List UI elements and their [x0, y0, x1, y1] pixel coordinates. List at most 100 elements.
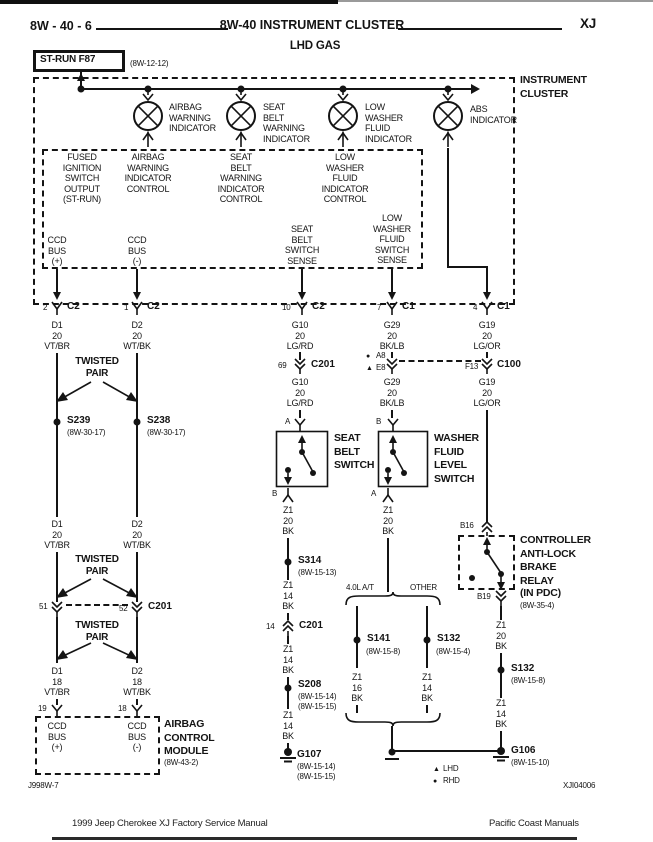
- connector-name: C1: [497, 301, 510, 312]
- wire: [56, 552, 58, 602]
- abs-relay-label: CONTROLLER ANTI-LOCK BRAKE RELAY: [520, 534, 591, 587]
- connector-name: C2: [312, 301, 325, 312]
- wire-label: Z1 16 BK: [351, 672, 363, 703]
- wire-ccd-bus-minus: [136, 353, 138, 517]
- abs-relay-contacts: [456, 533, 518, 593]
- wire: [391, 352, 393, 358]
- wire-label: G29 20 BK/LB: [379, 320, 405, 351]
- splice-name: S239: [67, 415, 91, 426]
- branch-label-left: 4.0L A/T: [346, 583, 374, 592]
- wire: [299, 410, 301, 418]
- module-pin: 18: [118, 704, 127, 713]
- page-subtitle: LHD GAS: [289, 40, 341, 52]
- splice-ref: (8W-15-4): [436, 647, 471, 656]
- switch-pin: A: [371, 489, 377, 498]
- wire-label: Z1 14 BK: [282, 710, 294, 741]
- connector-name: C201: [148, 601, 172, 612]
- header-rule-left: [96, 28, 228, 30]
- wire: [56, 699, 58, 705]
- junction-dot: [77, 85, 85, 93]
- connector-fork-icon: [480, 300, 494, 315]
- washer-lamp-icon: [325, 89, 361, 149]
- plate-number: J998W-7: [28, 781, 59, 790]
- connector-pin-rhd: A8: [376, 351, 386, 360]
- connector-name: C201: [299, 620, 323, 631]
- connector-fork-icon: [381, 488, 395, 503]
- wire-label: Z1 20 BK: [495, 620, 507, 651]
- connector-pin: 7: [377, 303, 382, 312]
- wire: [136, 699, 138, 705]
- connector-fork-icon: [281, 488, 295, 503]
- splice-name: S314: [298, 555, 322, 566]
- splice-ref: (8W-30-17): [147, 428, 186, 437]
- connector-name: C100: [497, 359, 521, 370]
- connector-fork-icon: [295, 300, 309, 315]
- wire: [136, 617, 138, 663]
- connector-name: C201: [311, 359, 335, 370]
- connector-chevron-icon: [480, 358, 494, 374]
- ground-ref: (8W-15-10): [511, 758, 550, 767]
- seat-belt-switch-label: SEAT BELT SWITCH: [334, 432, 375, 471]
- wire: [56, 269, 58, 292]
- wire-ignition-bus: [81, 88, 471, 90]
- connector-fork-icon: [130, 300, 144, 315]
- wire: [56, 617, 58, 663]
- page-title: 8W-40 INSTRUMENT CLUSTER: [219, 18, 405, 32]
- wire-abs-indicator: [486, 266, 488, 292]
- splice-dot: [284, 684, 292, 692]
- connector-fork-icon: [385, 300, 399, 315]
- twisted-pair-label: TWISTED PAIR: [75, 554, 119, 577]
- wire-label: Z1 20 BK: [282, 505, 294, 536]
- cluster-output-seat-belt-sense: SEAT BELT SWITCH SENSE: [284, 224, 320, 266]
- washer-switch-label: WASHER FLUID LEVEL SWITCH: [434, 432, 479, 485]
- module-pin: 19: [38, 704, 47, 713]
- splice-dot: [284, 558, 292, 566]
- splice-name: S238: [147, 415, 171, 426]
- module-input: CCD BUS (-): [127, 721, 147, 752]
- washer-fluid-level-switch: [377, 430, 429, 488]
- connector-chevron-icon: [494, 590, 508, 606]
- connector-pin: 69: [278, 361, 287, 370]
- splice-dot: [133, 418, 141, 426]
- seat-belt-switch: [275, 430, 329, 488]
- ground-name: G107: [297, 749, 322, 760]
- relay-pin: B19: [477, 592, 491, 601]
- connector-chevron-icon: [281, 619, 295, 636]
- splice-dot: [353, 636, 361, 644]
- wire-label: G10 20 LG/RD: [286, 320, 314, 351]
- wire-label: D2 20 WT/BK: [123, 519, 151, 550]
- cluster-output-washer-sense: LOW WASHER FLUID SWITCH SENSE: [373, 213, 411, 265]
- instrument-cluster-boundary: [33, 77, 515, 305]
- splice-dot: [53, 418, 61, 426]
- wire-label: D1 20 VT/BR: [44, 320, 70, 351]
- airbag-module-label: AIRBAG CONTROL MODULE: [164, 718, 215, 757]
- ground-tick: [385, 758, 399, 760]
- splice-ref: (8W-15-14) (8W-15-15): [298, 692, 337, 711]
- wire: [486, 352, 488, 358]
- wire: [387, 538, 389, 592]
- wire-label: G29 20 BK/LB: [379, 377, 405, 408]
- twisted-pair-arrows-icon: [47, 577, 147, 601]
- rhd-marker-icon: ●: [366, 353, 371, 360]
- wire: [287, 677, 289, 709]
- airbag-lamp-label: AIRBAG WARNING INDICATOR: [169, 102, 216, 133]
- ground-icon: [278, 748, 298, 763]
- splice-ref: (8W-15-13): [298, 568, 337, 577]
- connector-pin: 52: [119, 604, 128, 613]
- switch-pin: B: [376, 417, 382, 426]
- scan-edge-top: [0, 0, 338, 4]
- airbag-lamp-icon: [130, 89, 166, 149]
- switch-pin: B: [272, 489, 278, 498]
- abs-lamp-icon: [430, 89, 466, 149]
- seat-belt-lamp-icon: [223, 89, 259, 149]
- wire: [299, 352, 301, 360]
- page-code: 8W - 40 - 6: [30, 19, 92, 33]
- branch-label-right: OTHER: [410, 583, 438, 592]
- connector-c100-line: [399, 360, 481, 362]
- switch-pin: A: [285, 417, 291, 426]
- splice-name: S132: [511, 663, 535, 674]
- wire: [391, 410, 393, 418]
- rhd-legend-icon: ●: [433, 778, 438, 785]
- wire: [136, 269, 138, 292]
